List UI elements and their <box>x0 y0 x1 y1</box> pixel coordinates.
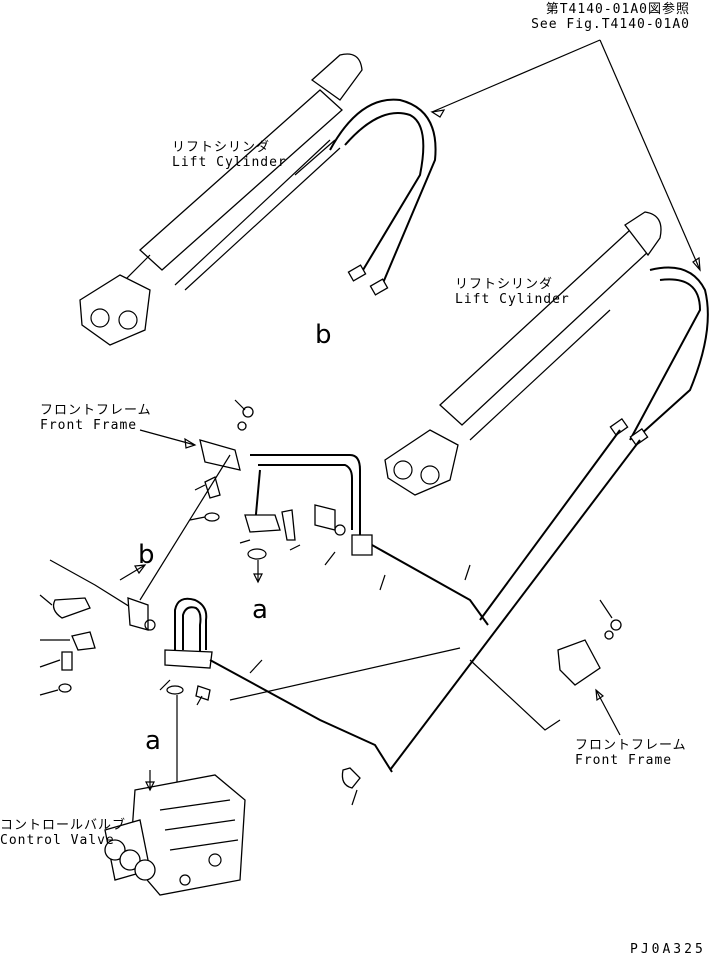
reference-leader-lines <box>430 39 701 272</box>
reference-jp: 第T4140-01A0図参照 <box>545 2 690 17</box>
lift-cylinder-right-label: リフトシリンダ Lift Cylinder <box>455 277 570 307</box>
hoses-left <box>294 98 437 296</box>
callout-a-lower: a <box>145 726 161 756</box>
control-valve-jp: コントロールバルブ <box>0 818 127 833</box>
callout-b-lower: b <box>138 540 155 570</box>
hoses-right <box>389 266 709 771</box>
front-frame-right-assembly <box>229 619 622 736</box>
lower-piping <box>49 454 393 789</box>
drawing-code: PJ0A325 <box>630 942 706 957</box>
control-valve-en: Control Valve <box>0 833 115 848</box>
front-frame-left-label: フロントフレーム Front Frame <box>40 403 152 433</box>
front-frame-left-en: Front Frame <box>40 418 138 433</box>
control-valve-label: コントロールバルブ Control Valve <box>0 818 126 848</box>
lift-cylinder-right-jp: リフトシリンダ <box>455 277 554 292</box>
reference-note: 第T4140-01A0図参照 See Fig.T4140-01A0 <box>520 2 690 32</box>
leader-lines <box>39 399 613 806</box>
callout-a-upper: a <box>252 595 268 625</box>
front-frame-left-jp: フロントフレーム <box>40 403 152 418</box>
reference-en: See Fig.T4140-01A0 <box>531 17 690 32</box>
lift-cylinder-left-jp: リフトシリンダ <box>172 140 271 155</box>
lift-cylinder-left-label: リフトシリンダ Lift Cylinder <box>172 140 287 170</box>
callout-b-upper: b <box>315 320 332 350</box>
front-frame-right-en: Front Frame <box>575 753 673 768</box>
lift-cylinder-left-en: Lift Cylinder <box>172 155 287 170</box>
lift-cylinder-left <box>79 53 363 346</box>
front-frame-right-jp: フロントフレーム <box>575 738 687 753</box>
front-frame-left-assembly <box>139 406 489 626</box>
control-valve <box>104 770 246 896</box>
lift-cylinder-right <box>384 211 662 496</box>
lift-cylinder-right-en: Lift Cylinder <box>455 292 570 307</box>
front-frame-right-label: フロントフレーム Front Frame <box>575 738 687 768</box>
